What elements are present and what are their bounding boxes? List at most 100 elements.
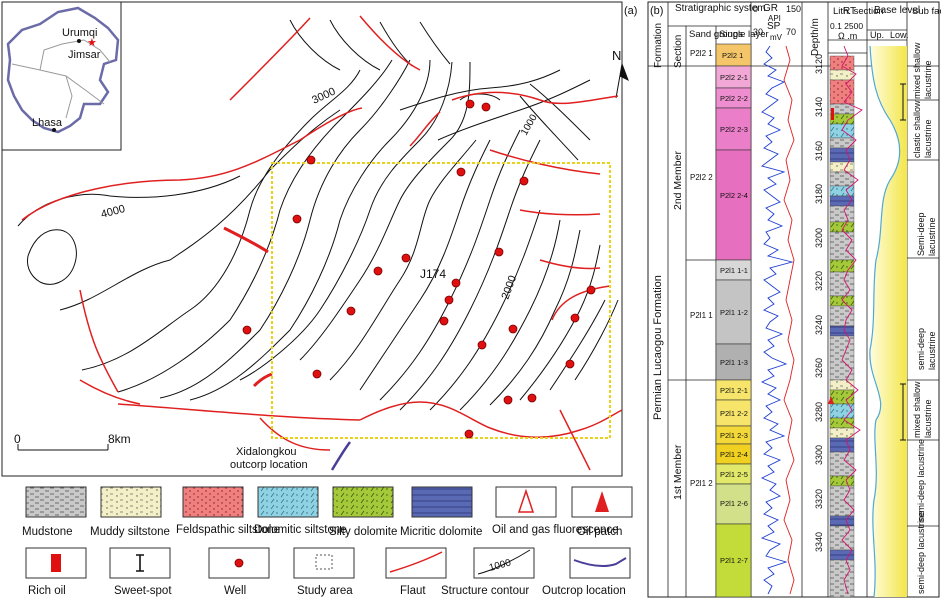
legend-swatch-structure-contour <box>473 547 535 579</box>
wells <box>242 99 596 439</box>
hdr-gr-name: GR <box>763 3 778 14</box>
hdr-sp-name: SP <box>767 21 781 32</box>
study-area <box>271 162 611 439</box>
hdr-sand-groups: Sand groups <box>689 29 743 40</box>
well <box>451 278 461 288</box>
gr-curve <box>760 45 794 595</box>
jimsar-star: ★ <box>87 37 97 49</box>
well <box>401 253 411 263</box>
panel-b-label: (b) <box>650 5 663 17</box>
layer-label: P2l2 2-1 <box>720 73 748 82</box>
scale-end: 8km <box>108 432 131 446</box>
sub-facies-6: semi-deep lacustrine <box>916 439 926 522</box>
sand-group-4: P2l1 2 <box>690 479 713 488</box>
well <box>481 102 491 112</box>
legend-swatch-mudstone <box>25 486 87 518</box>
well <box>346 306 356 316</box>
sub-facies-5-line2: lacustrine <box>923 399 933 438</box>
legend-label-flaut: Flaut <box>400 585 426 597</box>
single-layer-cells <box>715 43 752 598</box>
base-level-curve <box>869 45 901 598</box>
member-1: 1st Member <box>672 444 684 500</box>
layer-label: P2l1 1-3 <box>720 358 748 367</box>
layer-label: P2l2 1 <box>722 51 743 60</box>
inset-map: Urumqi ★ Jimsar Lhasa <box>1 1 122 151</box>
sub-facies-3-line1: Semi-deep <box>916 212 926 256</box>
legend-swatch-micritic-dolomite <box>411 486 473 518</box>
rich-oil-icon <box>51 554 61 572</box>
legend-label-oil-patch: Oil patch <box>577 526 622 538</box>
hdr-strat-system: Stratigraphic system <box>675 3 766 14</box>
well <box>565 359 575 369</box>
sub-facies-3-line2: lacustrine <box>927 217 937 256</box>
hdr-sp-unit: mV <box>770 33 783 42</box>
well <box>292 214 302 224</box>
rich-oil-marker <box>831 108 834 120</box>
legend-swatch-silty-dolomite <box>332 486 394 518</box>
outcrop-label-1: Xidalongkou <box>236 446 297 458</box>
layer-label: P2l1 2-6 <box>720 499 748 508</box>
well <box>494 247 504 257</box>
panel-b-column: (b) Formation Se <box>647 1 941 598</box>
layer-label: P2l1 2-2 <box>720 409 748 418</box>
legend: Mudstone Muddy siltstone Feldspathic sil… <box>2 478 642 597</box>
legend-label-micritic-dolomite: Micritic dolomite <box>400 526 482 538</box>
outcrop-icon <box>573 557 627 568</box>
well <box>586 285 596 295</box>
layer-label: P2l1 1-2 <box>720 308 748 317</box>
sub-facies-4-line1: semi-deep <box>916 328 926 370</box>
urumqi-dot <box>77 39 81 43</box>
label-urumqi: Urumqi <box>62 27 97 39</box>
panel-a-label: (a) <box>624 5 637 17</box>
hdr-single-layer: Single layer <box>719 29 769 40</box>
legend-swatch-feldspathic-siltstone <box>182 486 244 518</box>
rt-curve <box>841 45 863 595</box>
layer-label: P2l1 2-4 <box>720 450 748 459</box>
legend-label-outcrop-location: Outcrop location <box>542 585 626 597</box>
hdr-gr-max: 150 <box>786 4 801 14</box>
hdr-gr-unit: API <box>768 14 781 23</box>
well <box>444 295 454 305</box>
well <box>242 325 252 335</box>
depth-tick: 3300 <box>814 445 824 465</box>
inset-border <box>6 6 120 134</box>
layer-label: P2l1 2-1 <box>720 386 748 395</box>
well <box>464 429 474 439</box>
sp-curve <box>783 45 795 595</box>
well-label-j174: J174 <box>420 267 446 281</box>
depth-tick: 3240 <box>814 315 824 335</box>
north-label: N <box>612 48 621 63</box>
fault-icon <box>389 551 443 573</box>
well <box>527 393 537 403</box>
sub-facies-1-line2: lacustrine <box>923 60 933 99</box>
sweet-spot-icon <box>136 554 144 572</box>
faults <box>21 15 623 471</box>
lithology-column <box>829 55 855 598</box>
well <box>439 316 449 326</box>
fault-bold-1 <box>223 226 269 254</box>
hdr-depth: Depth/m <box>810 18 821 56</box>
member-2: 2nd Member <box>672 151 684 210</box>
depth-tick: 3280 <box>814 402 824 422</box>
single-layer-labels: P2l2 1 P2l2 2-1 P2l2 2-2 P2l2 2-3 P2l2 2… <box>720 51 748 565</box>
hdr-rt: RT <box>843 6 856 17</box>
well <box>570 313 580 323</box>
layer-label: P2l2 2-3 <box>720 125 748 134</box>
layer-label: P2l1 2-5 <box>720 470 748 479</box>
hdr-base-low: Low. <box>890 30 909 40</box>
depth-scale: 3120 3140 3160 3180 3200 3220 3240 3260 … <box>814 54 824 552</box>
oil-patch-marker <box>828 396 834 404</box>
depth-tick: 3320 <box>814 489 824 509</box>
lhasa-dot <box>52 128 56 132</box>
well-icon <box>234 558 244 568</box>
legend-label-study-area: Study area <box>297 585 353 597</box>
contour-icon <box>477 549 531 575</box>
layer-label: P2l1 2-3 <box>720 431 748 440</box>
hdr-base-up: Up. <box>870 30 884 40</box>
study-area-icon <box>315 554 333 570</box>
legend-label-feldspathic-siltstone: Feldspathic siltstone <box>176 524 280 536</box>
formation-name: Permian Lucaogou Formation <box>652 275 664 420</box>
sub-facies-7: semi-deep lacustrine <box>916 511 926 594</box>
sub-facies-2-line2: lacustrine <box>923 119 933 158</box>
outcrop-label-2: outcorp location <box>230 459 308 471</box>
